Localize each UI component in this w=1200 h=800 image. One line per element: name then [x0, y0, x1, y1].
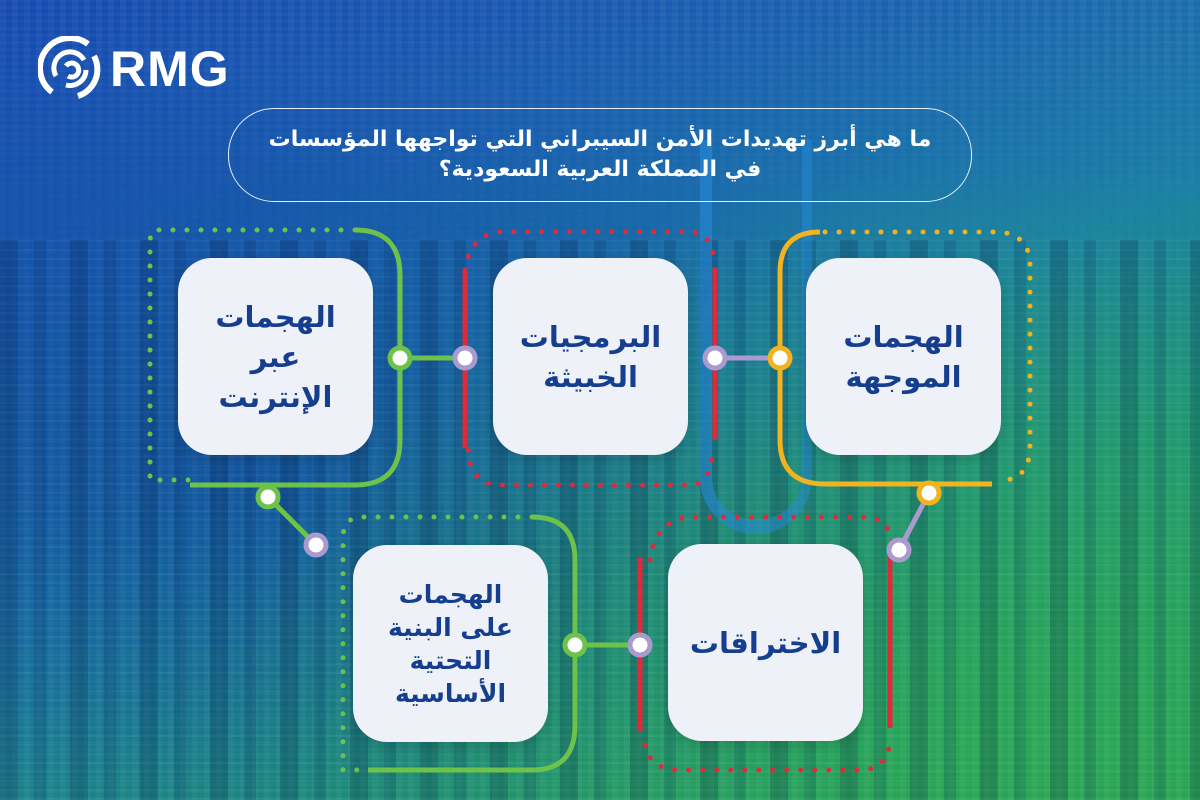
threat-label: الهجمات الموجهة [843, 319, 964, 394]
title-banner: ما هي أبرز تهديدات الأمن السيبراني التي … [228, 108, 972, 202]
threat-card-breaches: الاختراقات [668, 544, 863, 741]
red-dotted-border-bottom-bottom [642, 737, 893, 773]
station-node-yellow [916, 480, 942, 506]
station-node-green [255, 484, 281, 510]
station-node-purple [627, 632, 653, 658]
threat-label: الاختراقات [689, 625, 842, 660]
station-node-green [387, 345, 413, 371]
station-node-purple [303, 532, 329, 558]
red-dotted-border-bottom [465, 447, 715, 488]
station-node-purple [452, 345, 478, 371]
station-node-purple [702, 345, 728, 371]
green-solid-line-top [190, 227, 403, 488]
yellow-solid-line [777, 229, 992, 487]
threat-label: الهجمات على البنية التحتية الأساسية [387, 579, 513, 708]
green-solid-line-bottom [368, 514, 578, 773]
threat-card-malware: البرمجيات الخبيثة [493, 258, 688, 455]
title-line-1: ما هي أبرز تهديدات الأمن السيبراني التي … [268, 127, 932, 152]
threat-card-targeted-attacks: الهجمات الموجهة [806, 258, 1001, 455]
brand-logo: RMG [38, 36, 230, 102]
threat-card-online-attacks: الهجمات عبر الإنترنت [178, 258, 373, 455]
rmg-concentric-arcs-icon [38, 36, 101, 99]
title-line-2: في المملكة العربية السعودية؟ [438, 157, 762, 182]
brand-name: RMG [110, 41, 230, 97]
threat-label: الهجمات عبر الإنترنت [215, 299, 336, 414]
yellow-dotted-border [822, 229, 1033, 483]
threat-card-infrastructure-attacks: الهجمات على البنية التحتية الأساسية [353, 545, 548, 742]
threat-label: البرمجيات الخبيثة [519, 319, 662, 394]
station-node-yellow [767, 345, 793, 371]
station-node-green [562, 632, 588, 658]
station-node-purple [886, 537, 912, 563]
